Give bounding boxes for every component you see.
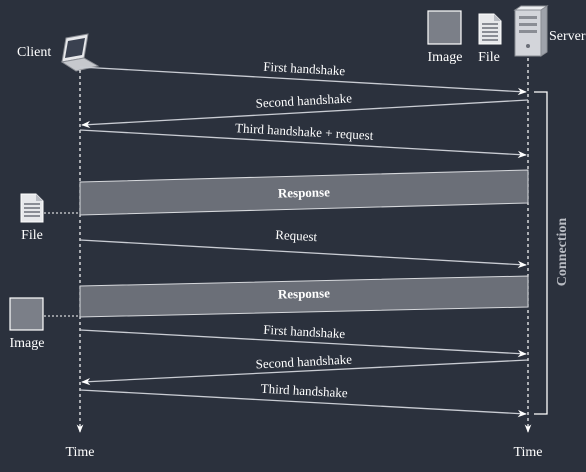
side-image-label: Image [10,336,45,351]
third-handshake-label-2: Third handshake [260,381,348,401]
laptop-icon [60,33,100,72]
first-handshake-label-1: First handshake [263,59,346,79]
response-band-2 [79,275,529,318]
image-resource-label: Image [428,50,463,65]
second-handshake-label-2: Second handshake [255,351,352,371]
second-handshake-arrow-1 [81,99,529,129]
connection-bracket [534,91,548,415]
third-handshake-arrow-2 [79,389,527,418]
client-label: Client [17,45,51,60]
side-file-label: File [21,228,43,243]
first-handshake-arrow-1 [79,66,527,96]
response-band-1 [79,169,529,216]
document-icon [478,13,502,45]
server-tower-icon [513,5,549,57]
second-handshake-arrow-2 [81,359,529,386]
first-handshake-label-2: First handshake [263,322,346,341]
first-handshake-arrow-2 [79,329,527,358]
response-label-1: Response [278,184,331,200]
second-handshake-label-1: Second handshake [255,90,352,110]
third-handshake-request-arrow [79,129,527,159]
document-icon [20,193,44,223]
response-label-2: Response [278,285,331,301]
server-label: Server [549,29,586,44]
request-label: Request [275,227,318,244]
image-icon [9,297,44,331]
client-time-label: Time [65,445,94,460]
request-arrow [79,239,527,269]
connection-label: Connection [555,218,570,287]
image-icon [427,10,462,45]
server-time-label: Time [513,445,542,460]
file-resource-label: File [478,50,500,65]
